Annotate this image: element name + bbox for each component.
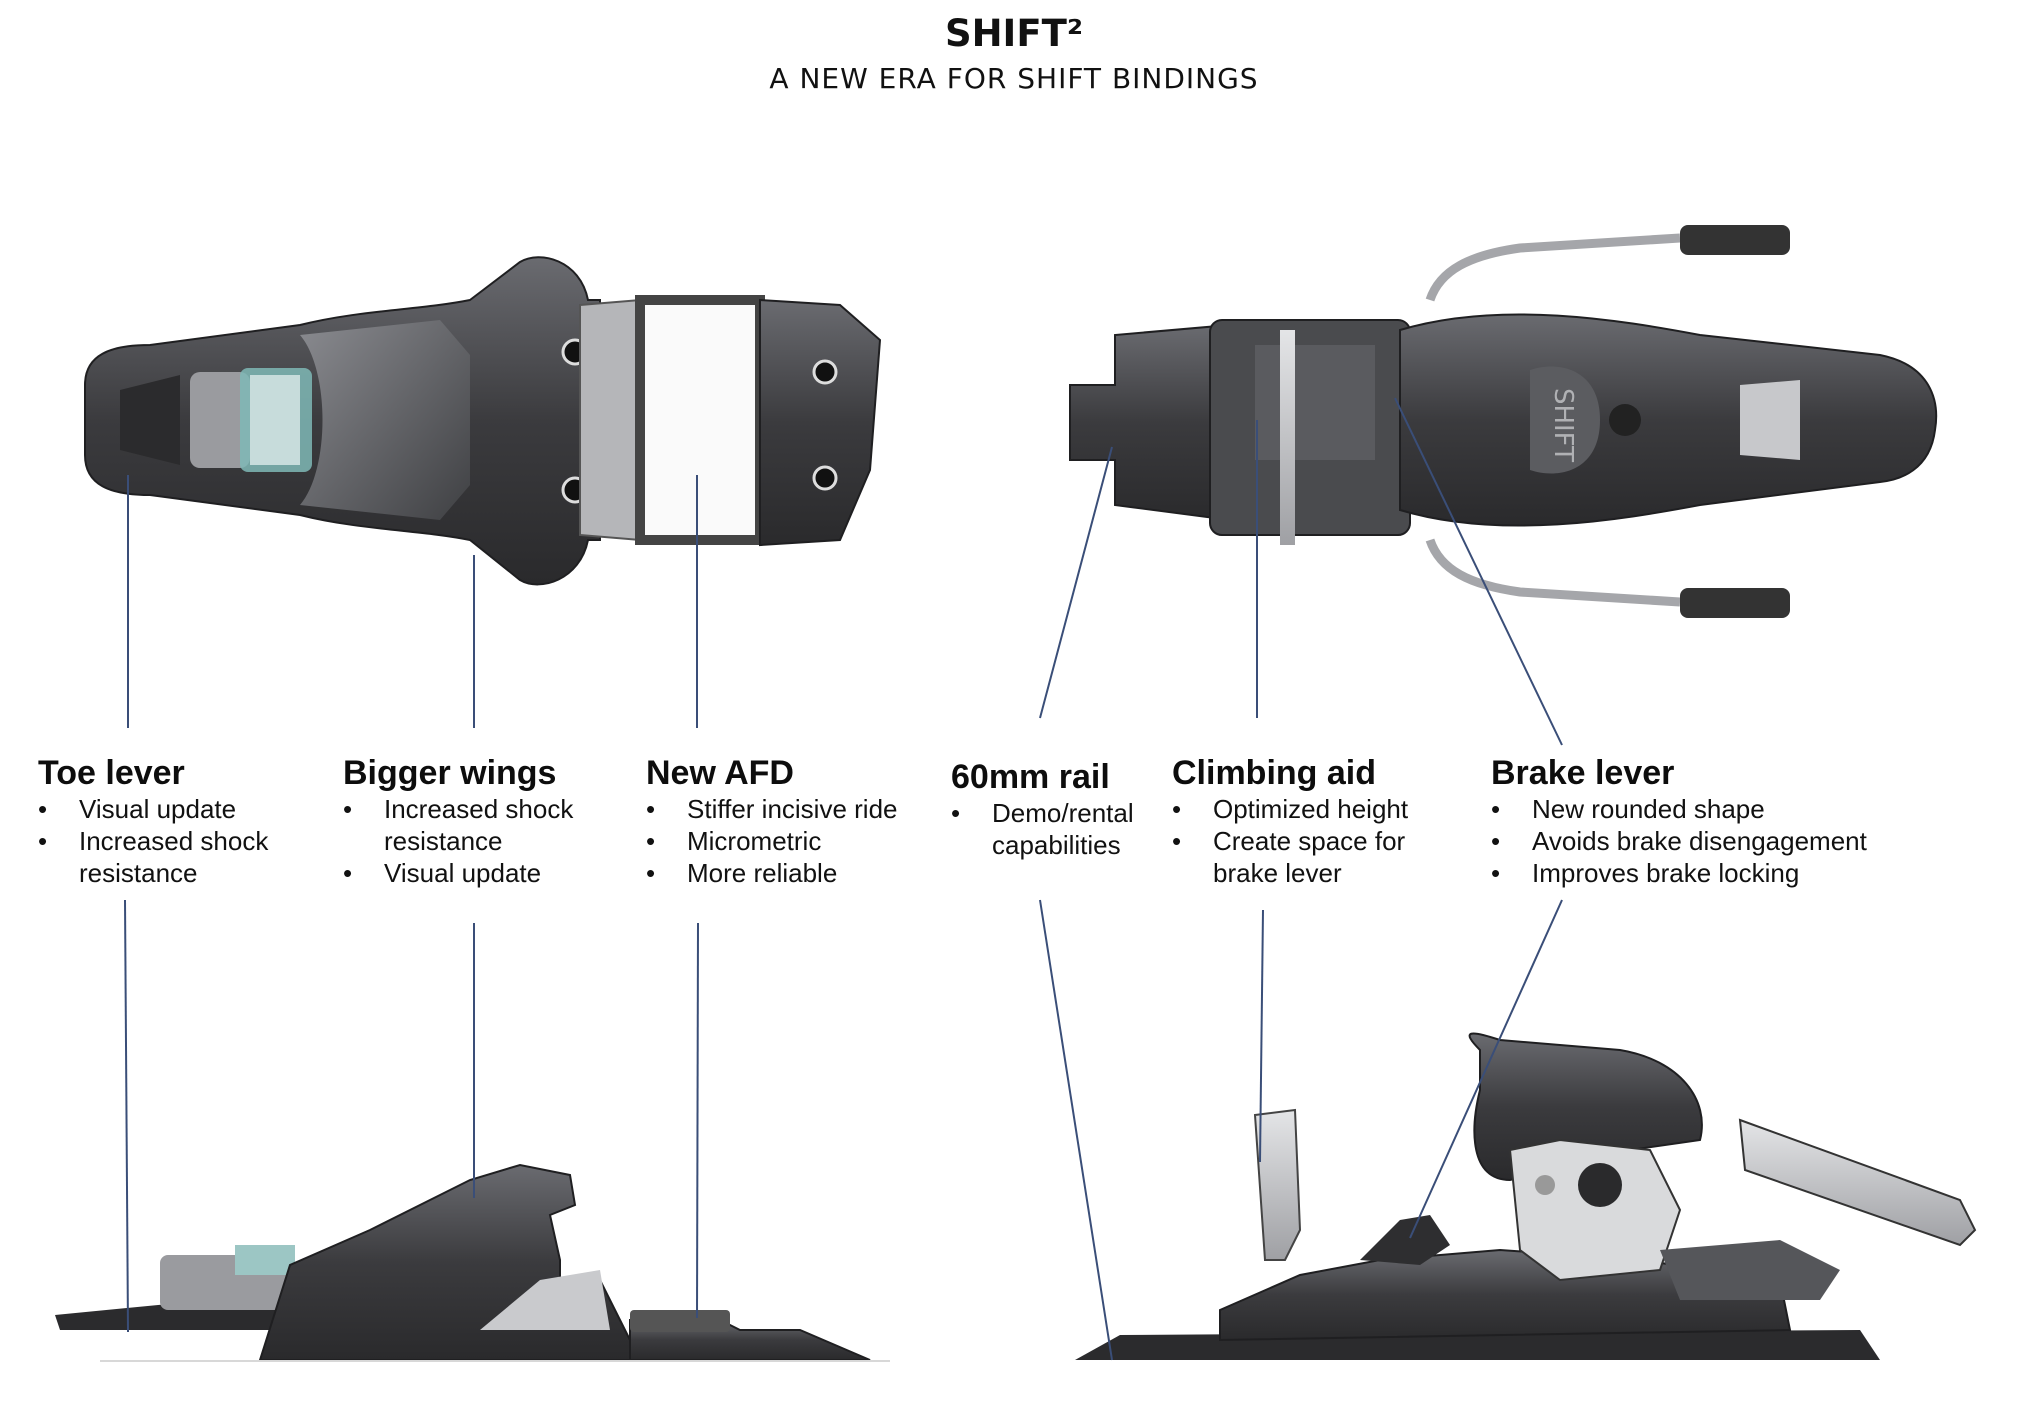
bullet-text: Increased shock: [384, 794, 574, 824]
callout-bullet-list: New rounded shape Avoids brake disengage…: [1491, 793, 1867, 889]
callout-bullet-list: Stiffer incisive ride Micrometric More r…: [646, 793, 898, 889]
bullet-text: Increased shock: [79, 826, 269, 856]
leader-climbing-aid-bottom: [1259, 909, 1264, 1163]
bullet-text: Stiffer incisive ride: [687, 794, 898, 824]
callout-heading: Toe lever: [38, 754, 185, 792]
heel-piece-top-view: SHIFT: [1069, 225, 1938, 618]
bullet-text: New rounded shape: [1532, 794, 1765, 824]
page-title: SHIFT²: [944, 12, 1084, 55]
callout-heading: Climbing aid: [1172, 754, 1376, 792]
bullet-text: Micrometric: [687, 826, 822, 856]
bullet-text: Visual update: [384, 858, 542, 888]
bullet-item: Stiffer incisive ride: [646, 793, 898, 825]
bullet-text: Avoids brake disengagement: [1532, 826, 1867, 856]
callout-climbing-aid: Climbing aid Optimized height Create spa…: [1172, 753, 1408, 889]
bullet-text: resistance: [79, 858, 198, 888]
bullet-text: Create space for: [1213, 826, 1406, 856]
bullet-item: Optimized height: [1172, 793, 1408, 825]
leader-toe-lever-bottom: [124, 899, 129, 1333]
callout-heading: Bigger wings: [343, 754, 557, 792]
bullet-text: capabilities: [992, 830, 1121, 860]
leader-60mm-rail-bottom: [1039, 899, 1113, 1361]
bullet-item: More reliable: [646, 857, 898, 889]
page-subtitle: A NEW ERA FOR SHIFT BINDINGS: [769, 62, 1259, 95]
callout-toe-lever: Toe lever Visual update Increased shockr…: [38, 753, 268, 889]
bullet-text: Demo/rental: [992, 798, 1134, 828]
bullet-text: More reliable: [687, 858, 838, 888]
bullet-text: Visual update: [79, 794, 237, 824]
bullet-text: brake lever: [1213, 858, 1342, 888]
bullet-item: Visual update: [343, 857, 573, 889]
bullet-item: Micrometric: [646, 825, 898, 857]
heel-piece-side-view: [1075, 1032, 1977, 1360]
toe-piece-top-view: [84, 256, 882, 586]
leader-brake-lever-bottom: [1409, 899, 1563, 1239]
bullet-item: New rounded shape: [1491, 793, 1867, 825]
leader-brake-lever-top: [1394, 397, 1563, 746]
leader-60mm-rail-top: [1039, 446, 1113, 719]
callout-heading: Brake lever: [1491, 754, 1675, 792]
callout-new-afd: New AFD Stiffer incisive ride Micrometri…: [646, 753, 898, 889]
toe-piece-side-view: [55, 1163, 890, 1362]
callout-brake-lever: Brake lever New rounded shape Avoids bra…: [1491, 753, 1867, 889]
callout-heading: New AFD: [646, 754, 794, 792]
bullet-item: Visual update: [38, 793, 268, 825]
bullet-text: resistance: [384, 826, 503, 856]
bullet-item: Improves brake locking: [1491, 857, 1867, 889]
leader-lines: [124, 397, 1563, 1361]
leader-new-afd-bottom: [696, 922, 699, 1319]
bullet-item: Avoids brake disengagement: [1491, 825, 1867, 857]
shift-logo-stamp: SHIFT: [1548, 388, 1578, 462]
bullet-text: Improves brake locking: [1532, 858, 1800, 888]
bullet-text: Optimized height: [1213, 794, 1409, 824]
callout-heading: 60mm rail: [951, 758, 1110, 796]
